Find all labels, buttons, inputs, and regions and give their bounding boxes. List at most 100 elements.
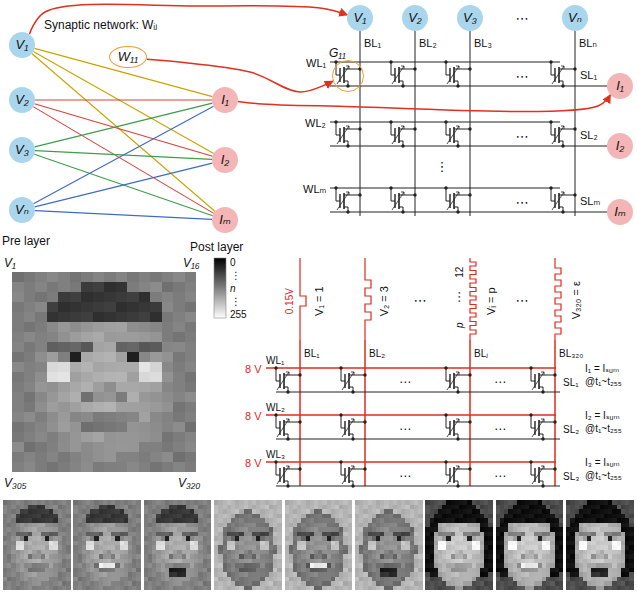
face-pixel — [265, 554, 270, 559]
face-pixel — [136, 572, 141, 577]
face-pixel — [177, 581, 182, 586]
face-pixel — [82, 505, 87, 510]
face-pixel — [53, 541, 58, 546]
memristive-arrow — [351, 372, 354, 375]
face-pixel — [214, 581, 219, 586]
face-pixel — [165, 523, 170, 528]
face-pixel — [47, 432, 59, 442]
face-pixel — [66, 577, 71, 582]
memristive-arrow — [346, 66, 349, 69]
face-pixel — [82, 527, 87, 532]
face-pixel — [20, 532, 25, 537]
face-pixel — [41, 532, 46, 537]
face-pixel — [136, 563, 141, 568]
face-pixel — [173, 392, 185, 402]
face-pixel — [150, 432, 162, 442]
face-pixel — [182, 577, 187, 582]
face-pixel — [239, 550, 244, 555]
face-pixel — [58, 392, 70, 402]
junction-dot — [444, 60, 447, 63]
face-pixel — [124, 518, 129, 523]
face-pixel — [265, 550, 270, 555]
face-pixel — [136, 586, 141, 591]
face-pixel — [177, 572, 182, 577]
face-pixel — [244, 536, 249, 541]
face-pixel — [3, 527, 8, 532]
face-pixel — [82, 500, 87, 505]
face-pixel — [45, 550, 50, 555]
face-pixel — [103, 550, 108, 555]
face-pixel — [104, 292, 116, 302]
face-pixel — [252, 568, 257, 573]
face-pixel — [132, 527, 137, 532]
face-pixel — [90, 577, 95, 582]
face-pixel — [11, 586, 16, 591]
face-pixel — [115, 532, 120, 537]
face-pixel — [12, 372, 24, 382]
face-pixel — [86, 577, 91, 582]
face-pixel — [11, 500, 16, 505]
face-pixel — [186, 586, 191, 591]
junction-dot — [456, 437, 459, 440]
face-pixel — [81, 392, 93, 402]
face-pixel — [190, 586, 195, 591]
face-pixel — [53, 572, 58, 577]
face-pixel — [185, 442, 197, 452]
face-pixel — [177, 577, 182, 582]
face-pixel — [265, 536, 270, 541]
face-pixel — [16, 518, 21, 523]
face-pixel — [24, 581, 29, 586]
face-pixel — [128, 577, 133, 582]
face-pixel — [289, 527, 294, 532]
face-pixel — [90, 563, 95, 568]
face-pixel — [186, 527, 191, 532]
face-pixel — [218, 577, 223, 582]
face-pixel — [90, 581, 95, 586]
face-pixel — [86, 563, 91, 568]
face-pixel — [136, 509, 141, 514]
face-pixel — [260, 559, 265, 564]
face-pixel — [136, 500, 141, 505]
face-pixel — [260, 554, 265, 559]
face-pixel — [12, 362, 24, 372]
face-pixel — [128, 509, 133, 514]
face-pixel — [53, 586, 58, 591]
face-pixel — [103, 527, 108, 532]
face-pixel — [93, 432, 105, 442]
face-pixel — [301, 509, 306, 514]
face-pixel — [94, 572, 99, 577]
face-pixel — [231, 563, 236, 568]
face-pixel — [185, 302, 197, 312]
face-pixel — [318, 518, 323, 523]
face-pixel — [20, 559, 25, 564]
face-pixel — [104, 432, 116, 442]
face-pixel — [173, 442, 185, 452]
junction-dot — [401, 144, 404, 147]
face-pixel — [260, 572, 265, 577]
face-pixel — [78, 572, 83, 577]
face-pixel — [194, 509, 199, 514]
face-pixel — [28, 545, 33, 550]
face-pixel — [265, 559, 270, 564]
face-pixel — [128, 536, 133, 541]
face-pixel — [169, 514, 174, 519]
face-pixel — [16, 527, 21, 532]
face-pixel — [194, 532, 199, 537]
face-pixel — [58, 272, 70, 282]
face-pixel — [24, 402, 36, 412]
face-pixel — [99, 545, 104, 550]
face-pixel — [7, 514, 12, 519]
face-pixel — [111, 514, 116, 519]
face-pixel — [297, 518, 302, 523]
face-pixel — [273, 577, 278, 582]
face-pixel — [194, 518, 199, 523]
face-pixel — [165, 586, 170, 591]
face-pixel — [289, 514, 294, 519]
face-pixel — [244, 514, 249, 519]
face-pixel — [24, 563, 29, 568]
face-pixel — [41, 550, 46, 555]
face-pixel — [35, 422, 47, 432]
face-pixel — [161, 577, 166, 582]
face-pixel — [16, 568, 21, 573]
face-pixel — [86, 505, 91, 510]
